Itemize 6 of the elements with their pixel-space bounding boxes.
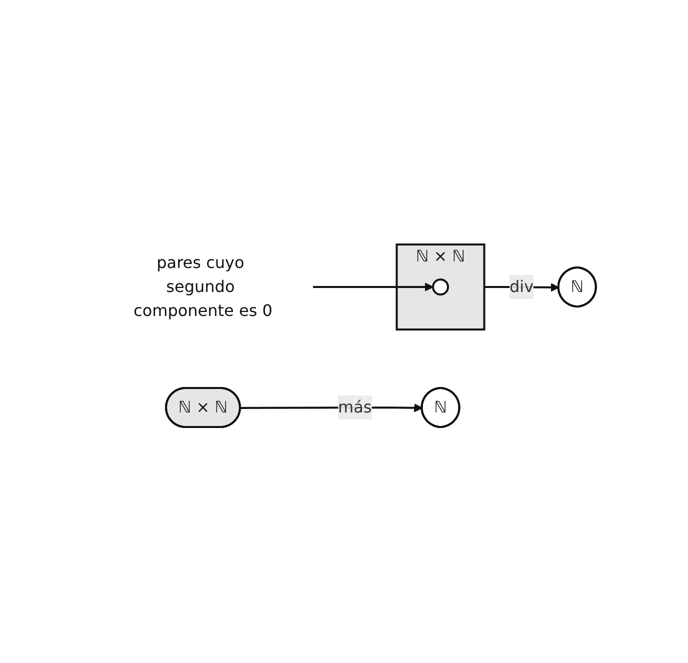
arrow [312, 282, 433, 292]
cluster: ℕ × ℕ [395, 244, 485, 330]
edge-label: div [509, 277, 534, 296]
node-text: pares cuyo segundo componente es 0 [133, 253, 272, 320]
node-circle [432, 278, 449, 296]
edge-label: más [338, 398, 372, 416]
